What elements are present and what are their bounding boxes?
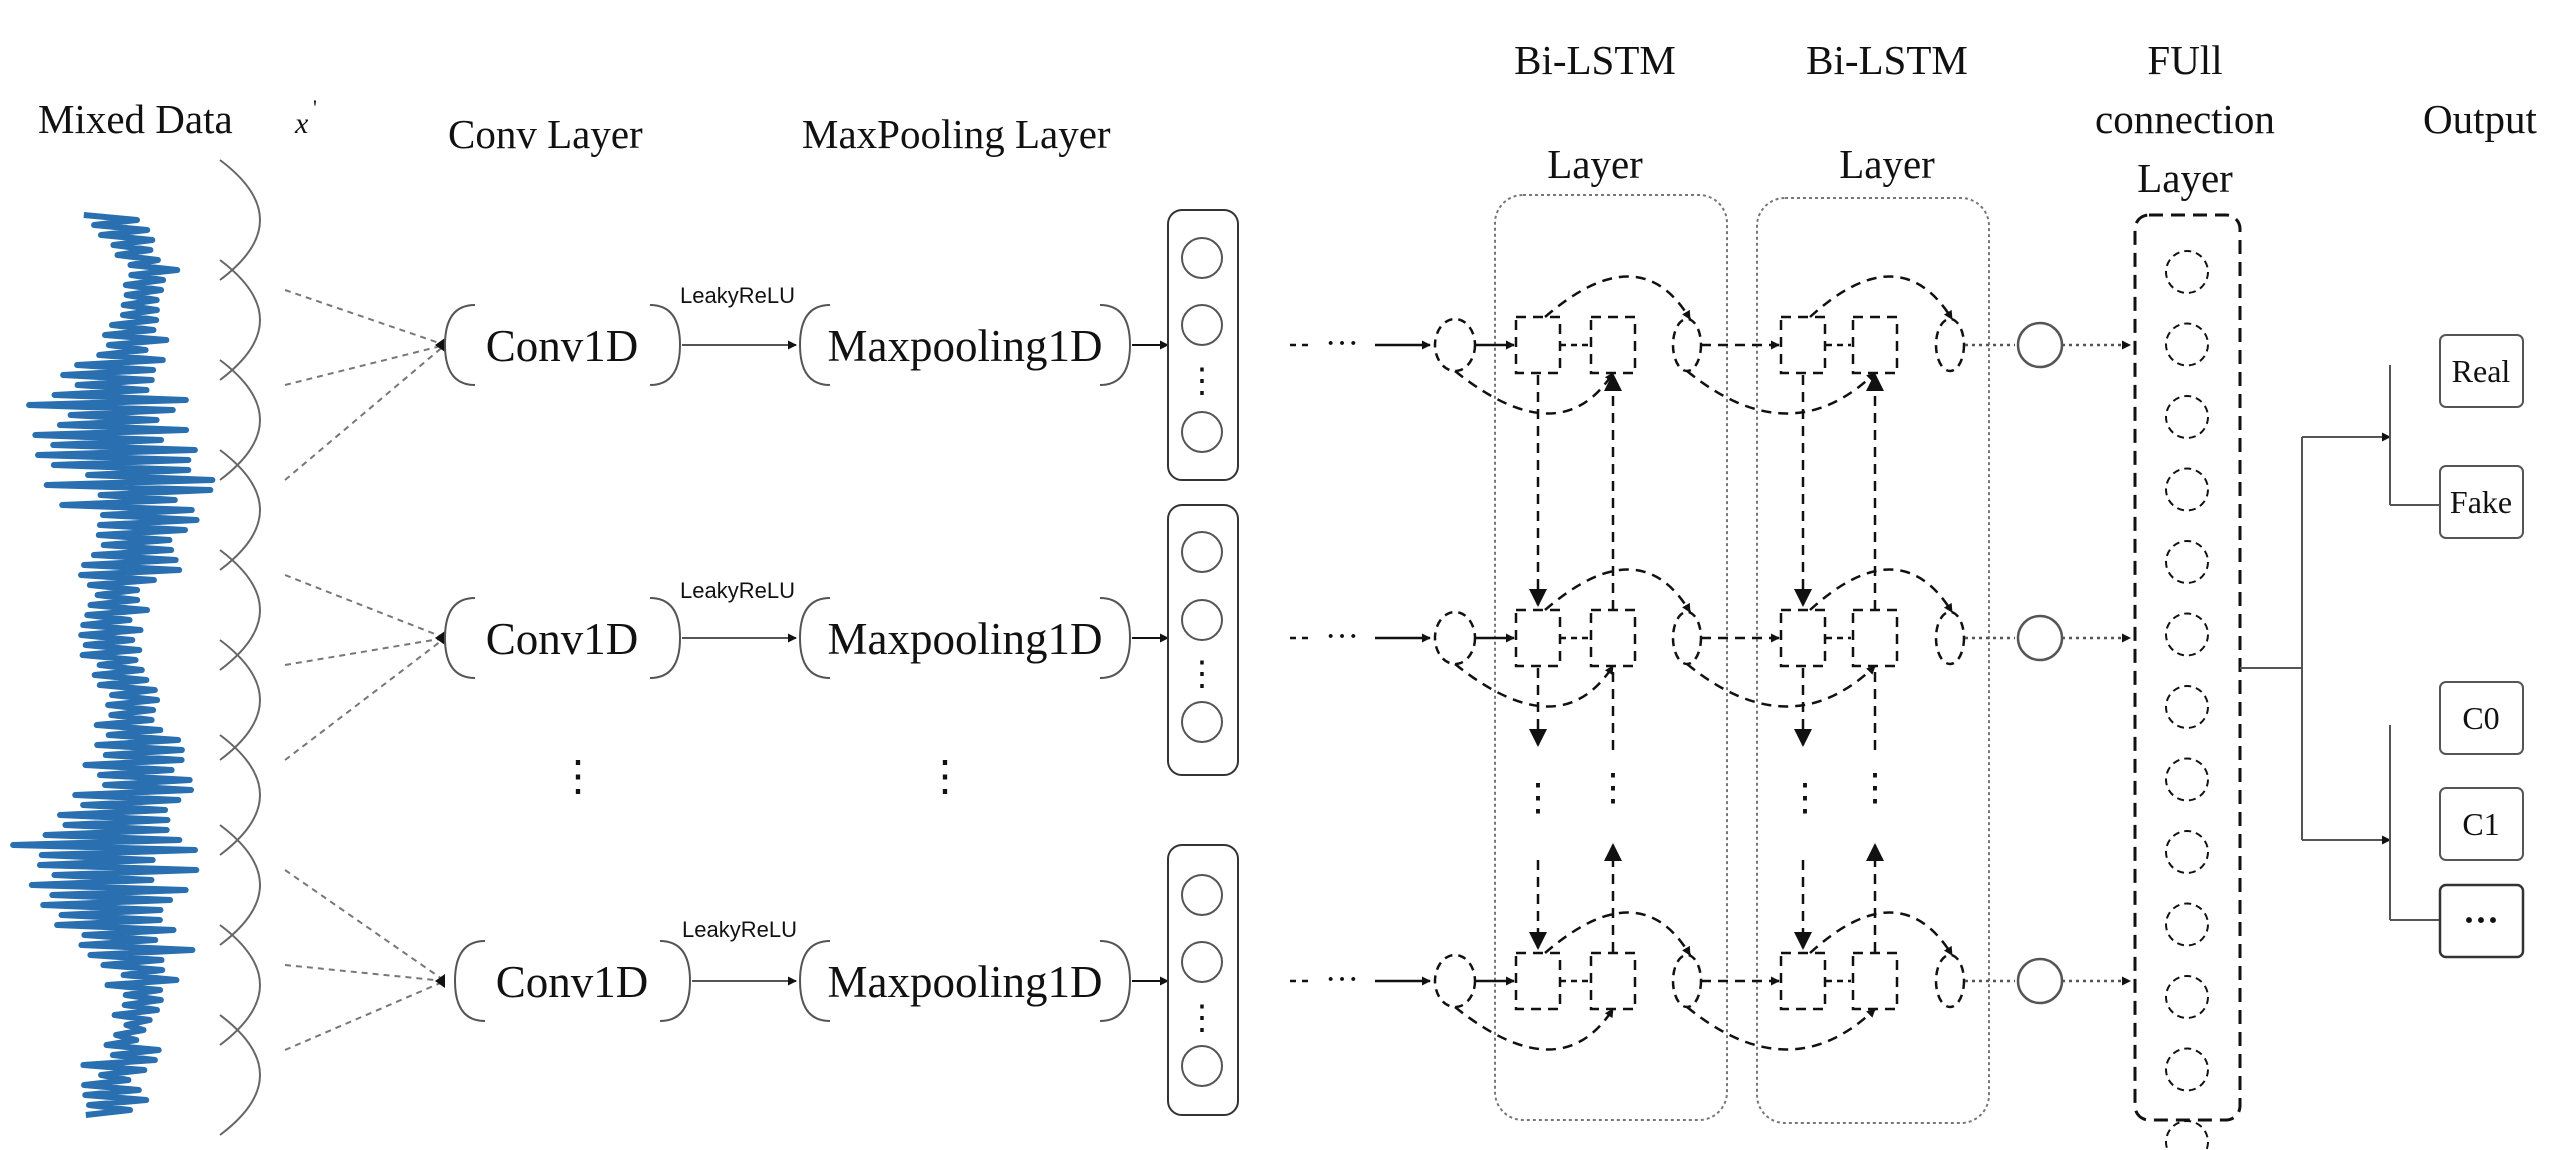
conv-row-1: Conv1D LeakyReLU Maxpooling1D (443, 283, 1169, 386)
svg-text:⋮: ⋮ (1185, 363, 1219, 400)
mixed-data-title: Mixed Data (38, 96, 233, 142)
maxpooling1d-label: Maxpooling1D (828, 614, 1103, 664)
maxpooling1d-label: Maxpooling1D (828, 957, 1103, 1007)
fc-title-line3: Layer (2137, 155, 2233, 201)
bilstm2-title-line1: Bi-LSTM (1806, 37, 1968, 83)
output-c0: C0 (2439, 681, 2524, 755)
svg-text:···: ··· (2463, 900, 2499, 940)
fc-title-line1: FUll (2147, 37, 2222, 83)
fc-title-line2: connection (2095, 96, 2275, 142)
bilstm2-title-line2: Layer (1839, 141, 1935, 187)
svg-text:⋮: ⋮ (1786, 777, 1824, 819)
leakyrelu-label: LeakyReLU (682, 917, 797, 942)
mixed-data-var: x (294, 107, 309, 140)
conv1d-label: Conv1D (496, 957, 649, 1007)
output-more: ··· (2438, 883, 2525, 959)
svg-text:⋮: ⋮ (1856, 767, 1894, 809)
feature-column-2: ⋮ (1167, 504, 1239, 776)
svg-text:⋮: ⋮ (1519, 777, 1557, 819)
svg-text:Fake: Fake (2450, 484, 2512, 520)
conv-row-3: Conv1D LeakyReLU Maxpooling1D (453, 917, 1169, 1022)
signal-waveform (10, 212, 216, 1118)
maxpooling-layer-title: MaxPooling Layer (802, 111, 1111, 157)
output-fake: Fake (2439, 465, 2524, 539)
row1-hellipsis: ··· (1325, 325, 1359, 362)
output-title: Output (2423, 96, 2538, 142)
conv1d-label: Conv1D (486, 321, 639, 371)
bilstm1-container (1494, 194, 1728, 1121)
bilstm1-title-line2: Layer (1547, 141, 1643, 187)
feature-column-3: ⋮ (1167, 844, 1239, 1116)
svg-text:C0: C0 (2462, 700, 2499, 736)
fc-layer (2133, 213, 2242, 1150)
output-c1: C1 (2439, 787, 2524, 861)
feature-column-1: ⋮ (1167, 209, 1239, 481)
svg-text:⋮: ⋮ (1594, 767, 1632, 809)
svg-text:⋮: ⋮ (1185, 1000, 1219, 1037)
svg-text:C1: C1 (2462, 806, 2499, 842)
conv1d-label: Conv1D (486, 614, 639, 664)
output-tree (2240, 365, 2440, 921)
bilstm1-title-line1: Bi-LSTM (1514, 37, 1676, 83)
row2-hellipsis: ··· (1325, 618, 1359, 655)
bilstm2-container (1756, 197, 1990, 1124)
receptive-field-arcs (219, 159, 446, 1136)
maxpooling1d-label: Maxpooling1D (828, 321, 1103, 371)
svg-text:Real: Real (2452, 353, 2511, 389)
conv-ellipsis: ⋮ (557, 754, 599, 800)
svg-text:⋮: ⋮ (1185, 656, 1219, 693)
lstm-cells (1290, 275, 2131, 1051)
row3-hellipsis: ··· (1325, 961, 1359, 998)
conv-layer-title: Conv Layer (448, 111, 643, 157)
conv-row-2: Conv1D LeakyReLU Maxpooling1D (443, 578, 1169, 679)
mixed-data-prime: ' (313, 95, 317, 120)
leakyrelu-label: LeakyReLU (680, 578, 795, 603)
pool-ellipsis: ⋮ (924, 754, 966, 800)
output-real: Real (2439, 334, 2524, 408)
leakyrelu-label: LeakyReLU (680, 283, 795, 308)
